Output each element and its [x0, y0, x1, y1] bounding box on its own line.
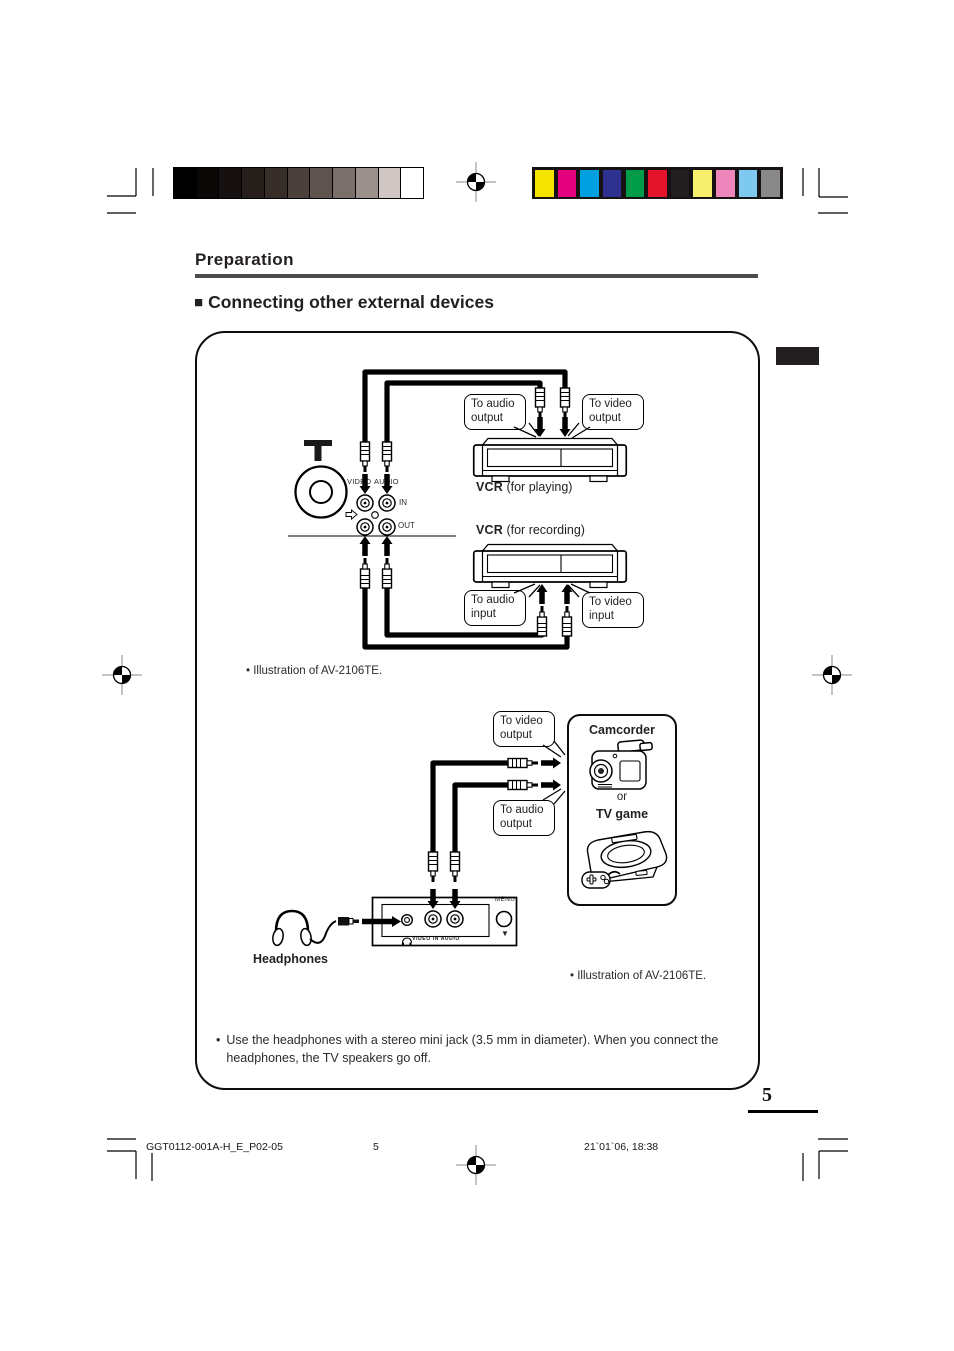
section-rule: [195, 274, 758, 278]
footer-page: 5: [373, 1141, 379, 1153]
menu-button-label: MENU: [494, 896, 516, 903]
panel-jack-label: VIDEO IN AUDIO: [412, 936, 460, 942]
tv-video-column-label: VIDEO: [347, 477, 372, 486]
heading-square-icon: ■: [194, 294, 204, 311]
menu-down-arrow: ▼: [501, 929, 509, 938]
page-heading: ■Connecting other external devices: [194, 292, 494, 313]
registration-mark-left: [101, 654, 143, 696]
footnote-bullet: •: [216, 1033, 221, 1047]
footer-file-id: GGT0112-001A-H_E_P02-05: [146, 1141, 283, 1153]
vcr-recording-desc: (for recording): [503, 523, 585, 537]
headphones-footnote: • Use the headphones with a stereo mini …: [216, 1031, 746, 1067]
color-swatch: [535, 169, 554, 197]
page-number: 5: [762, 1084, 772, 1106]
gray-swatch: [264, 168, 287, 198]
gray-swatch: [219, 168, 242, 198]
registration-mark-right: [811, 654, 853, 696]
registration-mark-top: [455, 161, 497, 203]
callout-to-video-output: To video output: [582, 394, 644, 431]
grayscale-calibration-bar: [173, 167, 424, 199]
color-swatch: [716, 169, 735, 197]
vcr-playing-desc: (for playing): [503, 480, 573, 494]
color-swatch: [738, 169, 758, 197]
gray-swatch: [196, 168, 219, 198]
vcr-recording-name: VCR: [476, 523, 503, 537]
callout-to-video-input: To video input: [582, 592, 644, 629]
gray-swatch: [333, 168, 355, 198]
vcr-playing-label: VCR (for playing): [476, 480, 572, 494]
gray-swatch: [287, 168, 310, 198]
color-swatch: [625, 169, 645, 197]
color-swatch: [580, 169, 599, 197]
vcr-playing-name: VCR: [476, 480, 503, 494]
callout-to-audio-input: To audio input: [464, 590, 526, 627]
gray-swatch: [401, 168, 424, 198]
illustration-note-1: • Illustration of AV-2106TE.: [246, 665, 383, 677]
tv-in-row-label: IN: [399, 498, 407, 507]
color-swatch: [670, 169, 690, 197]
page-number-rule: [748, 1110, 818, 1113]
vcr-recording-label: VCR (for recording): [476, 523, 585, 537]
tv-game-label: TV game: [595, 807, 649, 821]
color-calibration-bar: [532, 167, 783, 199]
gray-swatch: [355, 168, 378, 198]
color-swatch: [602, 169, 622, 197]
gray-swatch: [174, 168, 196, 198]
footnote-text: Use the headphones with a stereo mini ja…: [226, 1033, 719, 1066]
color-swatch: [693, 169, 712, 197]
tv-out-row-label: OUT: [398, 521, 415, 530]
color-swatch: [648, 169, 667, 197]
or-label: or: [616, 791, 628, 803]
gray-swatch: [242, 168, 264, 198]
callout-to-audio-output-2: To audio output: [493, 800, 555, 837]
callout-to-video-output-2: To video output: [493, 711, 555, 748]
registration-mark-bottom: [455, 1144, 497, 1186]
color-swatch: [557, 169, 577, 197]
camcorder-label: Camcorder: [589, 723, 655, 737]
footer-timestamp: 21`01`06, 18:38: [584, 1141, 659, 1153]
gray-swatch: [310, 168, 333, 198]
section-title: Preparation: [195, 250, 294, 269]
tv-audio-column-label: AUDIO: [374, 477, 399, 486]
gray-swatch: [378, 168, 401, 198]
callout-to-audio-output: To audio output: [464, 394, 526, 431]
headphones-label: Headphones: [253, 952, 329, 966]
illustration-note-2: • Illustration of AV-2106TE.: [570, 970, 707, 982]
color-swatch: [761, 169, 780, 197]
page-heading-text: Connecting other external devices: [208, 292, 494, 312]
edge-index-tab: [776, 347, 819, 365]
